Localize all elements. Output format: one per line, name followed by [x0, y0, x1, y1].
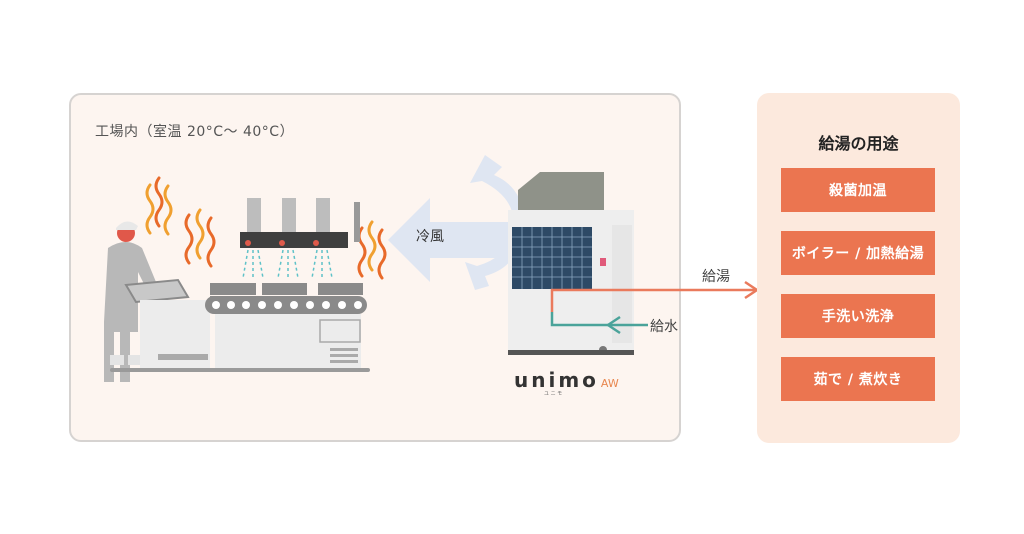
- use-item-handwash: 手洗い洗浄: [781, 294, 935, 338]
- cold-air-arrows: [388, 155, 524, 290]
- cold-air-label: 冷風: [416, 229, 444, 245]
- use-item-sterilization: 殺菌加温: [781, 168, 935, 212]
- machine-tray: [124, 278, 210, 370]
- overhead-cooler-unit: [240, 198, 360, 279]
- hot-water-label: 給湯: [702, 269, 730, 285]
- heat-waves-icon: [145, 176, 387, 280]
- use-item-boiling: 茹で / 煮炊き: [781, 357, 935, 401]
- cold-water-line: [550, 312, 648, 335]
- heat-pump-unit: [508, 172, 634, 355]
- brand-kana: ユ ニ モ: [544, 391, 563, 397]
- uses-panel: 給湯の用途 殺菌加温 ボイラー / 加熱給湯 手洗い洗浄 茹で / 煮炊き: [757, 93, 960, 443]
- use-item-boiler: ボイラー / 加熱給湯: [781, 231, 935, 275]
- factory-label: 工場内（室温 20°C～ 40°C）: [95, 124, 295, 140]
- conveyor-belt: [110, 283, 370, 372]
- brand-name: unimo: [514, 368, 599, 392]
- model-name: AW: [600, 377, 619, 390]
- uses-title: 給湯の用途: [818, 134, 899, 153]
- worker-figure: [104, 221, 156, 382]
- water-supply-label: 給水: [650, 319, 678, 335]
